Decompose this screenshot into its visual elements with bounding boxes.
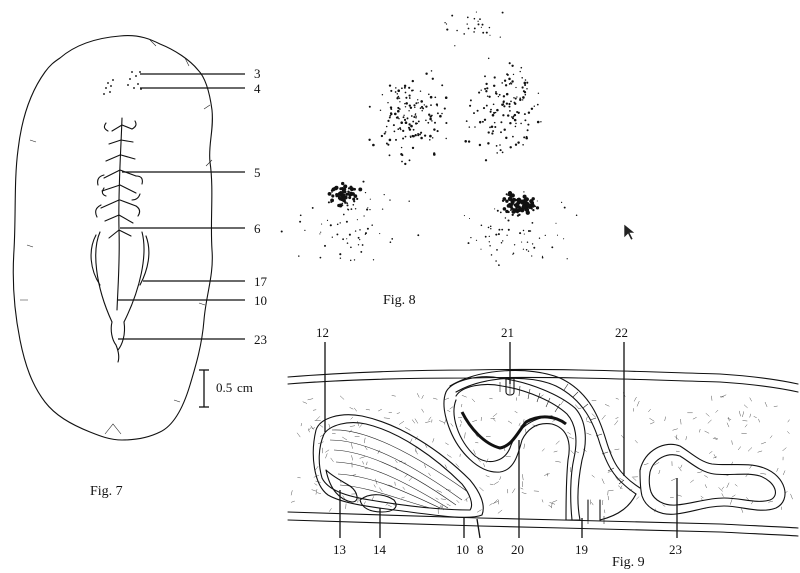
fig7-body-outline — [12, 35, 213, 441]
fig9-duct — [449, 369, 641, 495]
fig9-label-14: 14 — [373, 542, 387, 557]
fig9-label-12: 12 — [316, 325, 329, 340]
fig9-label-23: 23 — [669, 542, 682, 557]
fig9-label-21: 21 — [501, 325, 514, 340]
fig9-parenchyma — [290, 392, 793, 514]
fig7-label-23: 23 — [254, 332, 267, 347]
fig7-specimen — [12, 35, 213, 441]
fig9-leaders — [324, 342, 678, 539]
fig7-scale-bar — [199, 369, 209, 408]
fig9-muscular-bulb — [312, 414, 484, 518]
fig7-label-10: 10 — [254, 293, 267, 308]
fig7-label-6: 6 — [254, 221, 261, 236]
fig9-section — [287, 368, 799, 537]
fig9-label-20: 20 — [511, 542, 524, 557]
fig7-label-4: 4 — [254, 81, 261, 96]
fig7-caption: Fig. 7 — [90, 484, 123, 499]
fig7-label-3: 3 — [254, 66, 261, 81]
fig8-caption: Fig. 8 — [383, 293, 416, 308]
fig7-branched-organ — [90, 117, 150, 363]
fig9-label-13: 13 — [333, 542, 346, 557]
fig9-label-10: 10 — [456, 542, 469, 557]
fig8-dot-pattern — [280, 11, 578, 266]
fig7-leaders — [118, 73, 245, 340]
fig7-scale-unit: cm — [237, 380, 253, 395]
mouse-pointer-icon — [623, 223, 636, 241]
fig7-scale-value: 0.5 — [216, 380, 232, 395]
fig9-antrum — [443, 376, 586, 521]
fig9-label-19: 19 — [575, 542, 588, 557]
fig9-label-8: 8 — [477, 542, 484, 557]
fig7-label-5: 5 — [254, 165, 261, 180]
fig9-label-22: 22 — [615, 325, 628, 340]
fig9-bursa — [587, 443, 786, 524]
fig9-caption: Fig. 9 — [612, 555, 645, 570]
fig7-pores — [103, 71, 142, 95]
fig7-label-17: 17 — [254, 274, 268, 289]
